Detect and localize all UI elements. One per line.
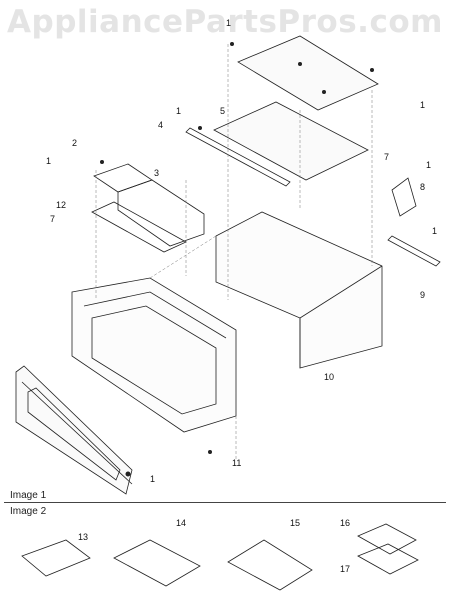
oven-frame-part (71, 277, 237, 433)
rack-b-part (227, 539, 313, 591)
oven-opening-part (91, 305, 217, 415)
top-cover-part (237, 35, 379, 111)
callout-7: 7 (384, 152, 389, 162)
callout-1: 1 (226, 18, 231, 28)
cabinet-box-edge (299, 265, 383, 319)
vent-part (93, 163, 153, 193)
callout-1: 1 (426, 160, 431, 170)
callout-1: 1 (420, 100, 425, 110)
section-divider (4, 502, 446, 503)
callout-1: 1 (46, 156, 51, 166)
callout-10: 10 (324, 372, 334, 382)
rack-a-part (113, 539, 201, 587)
grid-part (357, 523, 417, 555)
vent-body-part (117, 179, 205, 247)
callout-13: 13 (78, 532, 88, 542)
watermark-text: AppliancePartsPros.com (7, 4, 443, 40)
callout-7: 7 (50, 214, 55, 224)
callout-16: 16 (340, 518, 350, 528)
side-rail-part (387, 235, 441, 267)
spacer-part (91, 201, 187, 253)
callout-2: 2 (72, 138, 77, 148)
broil-pan-part (21, 539, 91, 577)
callout-12: 12 (56, 200, 66, 210)
callout-4: 4 (158, 120, 163, 130)
callout-5: 5 (220, 106, 225, 116)
image2-caption: Image 2 (10, 506, 47, 517)
cabinet-box-part (215, 211, 383, 369)
door-handle-part (21, 381, 133, 485)
leader-lines (95, 44, 373, 460)
callout-14: 14 (176, 518, 186, 528)
callout-1: 1 (176, 106, 181, 116)
drip-pan-part (357, 543, 419, 575)
oven-control-panel (83, 291, 227, 339)
callout-1: 1 (150, 474, 155, 484)
image2-parts (21, 523, 419, 591)
screw-markers (100, 42, 374, 477)
image1-caption: Image 1 (10, 490, 47, 501)
callout-17: 17 (340, 564, 350, 574)
callout-11: 11 (232, 458, 241, 468)
door-window-part (27, 387, 121, 481)
callout-9: 9 (420, 290, 425, 300)
hinge-bracket-part (391, 177, 417, 217)
trim-strip-part (185, 127, 291, 187)
callout-labels: 1 1 1 1 1 1 1 2 3 4 5 7 7 8 9 10 11 12 1… (46, 18, 437, 574)
insulation-panel-part (213, 101, 369, 181)
callout-3: 3 (154, 168, 159, 178)
callout-1: 1 (432, 226, 437, 236)
callout-15: 15 (290, 518, 300, 528)
diagram-parts (15, 35, 441, 495)
callout-8: 8 (420, 182, 425, 192)
